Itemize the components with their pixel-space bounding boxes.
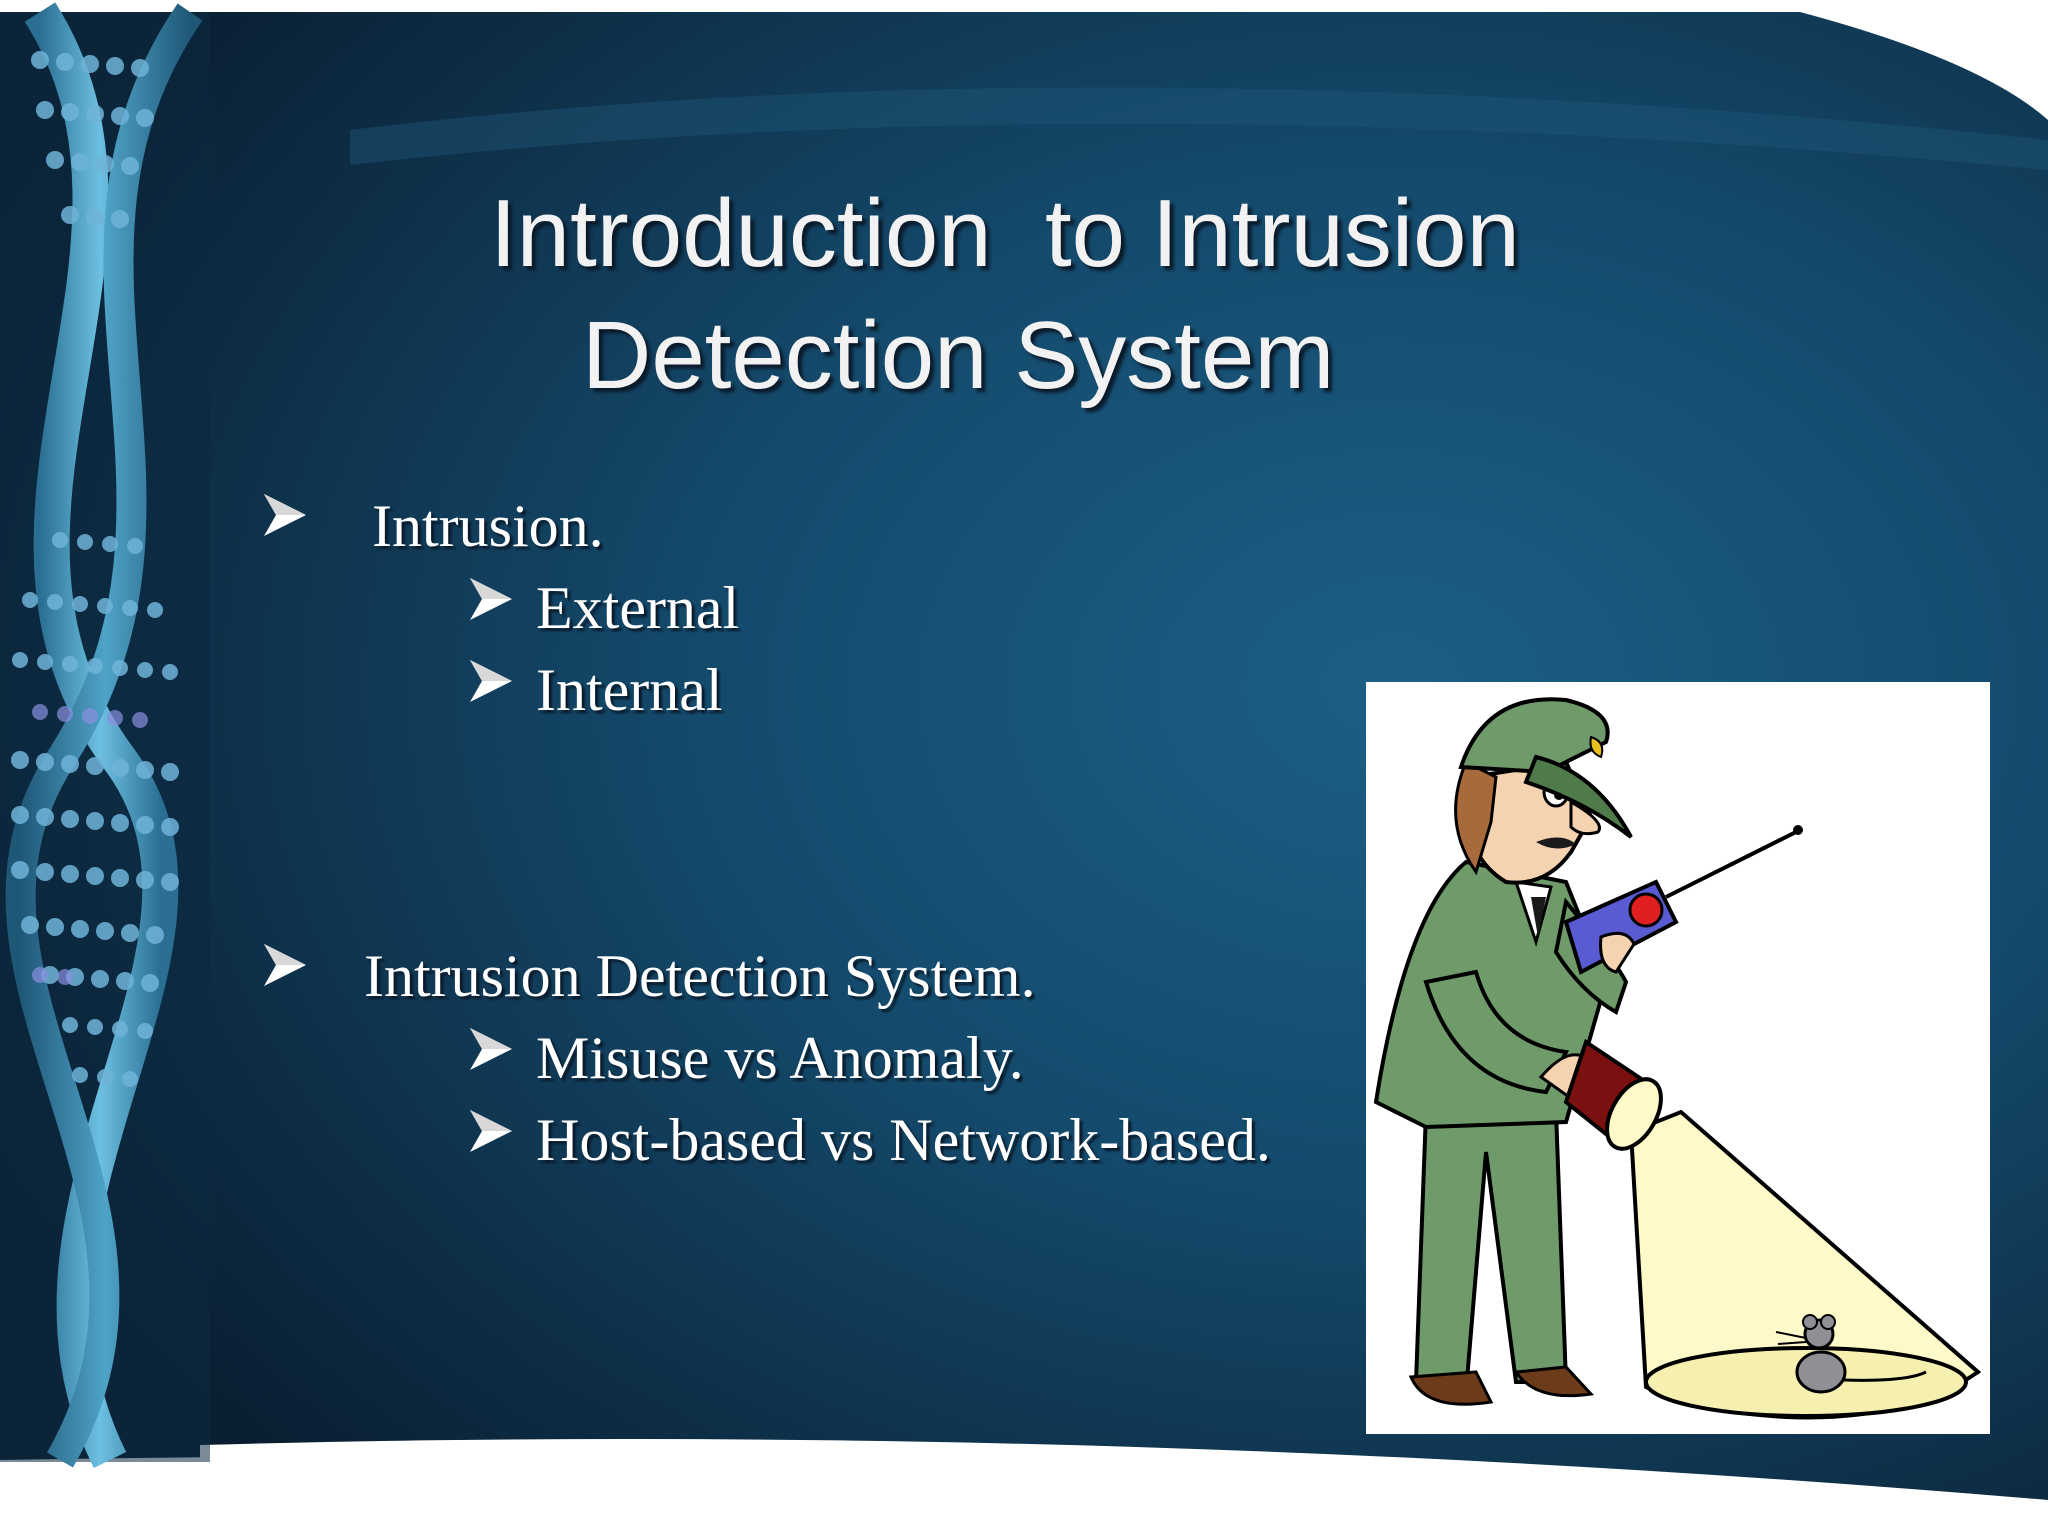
radio-icon xyxy=(1563,825,1803,975)
sub-bullet-external: External xyxy=(536,575,740,641)
security-guard-clipart xyxy=(1366,682,1990,1434)
dna-helix-graphic xyxy=(0,2,210,1469)
bullet-arrow-icon xyxy=(470,1028,512,1070)
bullet-arrow-icon xyxy=(470,578,512,620)
bullet-arrow-icon xyxy=(264,494,306,536)
bullet-arrow-icon xyxy=(470,660,512,702)
bullet-intrusion: Intrusion. xyxy=(372,493,604,559)
sub-bullet-host-vs-network: Host-based vs Network-based. xyxy=(536,1107,1271,1173)
sub-bullet-internal: Internal xyxy=(536,657,723,723)
slide-title-line-2: Detection System xyxy=(582,302,1335,409)
bullet-intrusion-detection-system: Intrusion Detection System. xyxy=(364,943,1036,1009)
bullet-arrow-icon xyxy=(264,944,306,986)
bullet-arrow-icon xyxy=(470,1110,512,1152)
sub-bullet-misuse-vs-anomaly: Misuse vs Anomaly. xyxy=(536,1025,1024,1091)
mouse-icon xyxy=(1775,1314,1927,1394)
slide-title-line-1: Introduction to Intrusion xyxy=(490,180,1520,287)
flashlight-icon xyxy=(1563,1038,1663,1151)
